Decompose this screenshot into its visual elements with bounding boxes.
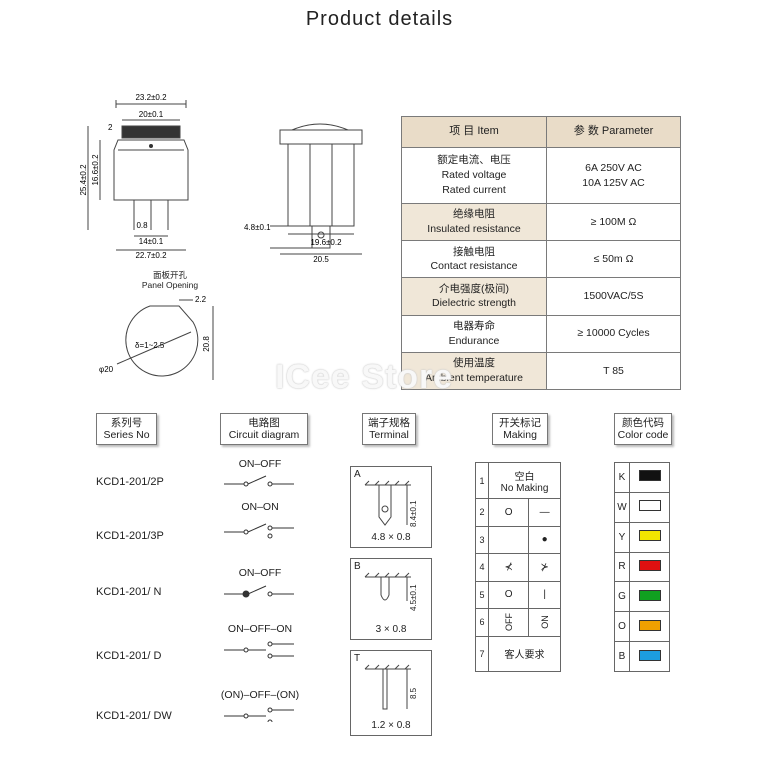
circuit-diagrams [224, 475, 294, 722]
switch-symbol [224, 475, 294, 487]
dim-terminal-width: 4.8±0.1 [244, 223, 271, 232]
dim-thickness: δ=1~2.5 [135, 341, 165, 350]
dim-diameter: φ20 [99, 365, 114, 374]
param-header-value: 参 数 Parameter [546, 116, 681, 148]
terminal-box-t: T 8.5 1.2 × 0.8 [350, 650, 432, 736]
dim-pin: 0.8 [136, 221, 148, 230]
param-row: 介电强度(极间)Dielectric strength 1500VAC/5S [401, 277, 681, 316]
panel-label-en: Panel Opening [141, 280, 199, 290]
dim-width: 23.2±0.2 [135, 93, 167, 102]
color-swatch [638, 470, 661, 482]
dim-body-depth: 19.6±0.2 [310, 238, 342, 247]
circuit-label: ON–OFF–ON [227, 623, 293, 635]
front-view-drawing: 23.2±0.2 20±0.1 2 16.6±0.2 25.4±0.2 0.8 … [79, 93, 189, 260]
color-swatch [638, 559, 661, 571]
making-row: 6 OFF ON [475, 608, 561, 637]
dim-flat: 2.2 [195, 295, 207, 304]
watermark-text: ICee Store [275, 358, 454, 396]
series-item: KCD1-201/ DW [96, 710, 172, 722]
color-row: O [614, 611, 670, 643]
color-swatch [638, 619, 661, 631]
switch-symbol [224, 523, 294, 539]
dim-cap-depth: 20.5 [313, 255, 329, 264]
color-code-table: K W Y R G O B [614, 462, 670, 672]
panel-opening-drawing: 2.2 δ=1~2.5 20.8 φ20 [99, 295, 214, 380]
terminal-t-shape [364, 664, 411, 710]
dim-inner-width: 20±0.1 [139, 110, 164, 119]
dim-total-height: 25.4±0.2 [79, 164, 88, 196]
side-view-drawing: 4.8±0.1 19.6±0.2 20.5 [244, 123, 363, 264]
color-row: W [614, 491, 670, 523]
terminal-box-b: B 4.5±0.1 3 × 0.8 [350, 558, 432, 640]
series-item: KCD1-201/2P [96, 476, 164, 488]
switch-symbol [224, 585, 294, 598]
circuit-label: ON–OFF [238, 567, 282, 579]
switch-symbol [224, 707, 294, 722]
color-row: R [614, 551, 670, 583]
switch-symbol [224, 641, 294, 659]
series-item: KCD1-201/ D [96, 650, 162, 662]
circuit-label: ON–ON [241, 501, 279, 513]
making-row: 3● [475, 525, 561, 555]
color-swatch [638, 649, 661, 661]
dim-opening-height: 20.8 [202, 336, 211, 352]
color-row: K [614, 462, 670, 493]
dim-body-height: 16.6±0.2 [91, 154, 100, 186]
circuit-label: (ON)–OFF–(ON) [220, 689, 300, 701]
color-swatch [638, 589, 661, 601]
series-item: KCD1-201/ N [96, 586, 162, 598]
page-title: Product details [305, 8, 454, 30]
color-row: Y [614, 521, 670, 553]
dim-base-width: 22.7±0.2 [135, 251, 167, 260]
series-item: KCD1-201/3P [96, 530, 164, 542]
making-row: 4⊀⊁ [475, 553, 561, 582]
color-swatch [638, 500, 661, 512]
terminal-box-a: A 8.4±0.1 4.8 × 0.8 [350, 466, 432, 548]
color-swatch [638, 530, 661, 542]
param-header-item: 项 目 Item [401, 116, 547, 148]
color-row: B [614, 641, 670, 672]
dim-small: 2 [108, 123, 113, 132]
dim-pin-span: 14±0.1 [139, 237, 164, 246]
panel-label-cn: 面板开孔 [152, 270, 187, 280]
terminal-b-shape [364, 572, 411, 601]
circuit-label: ON–OFF [238, 458, 282, 470]
terminal-a-shape [364, 480, 411, 526]
color-row: G [614, 581, 670, 613]
